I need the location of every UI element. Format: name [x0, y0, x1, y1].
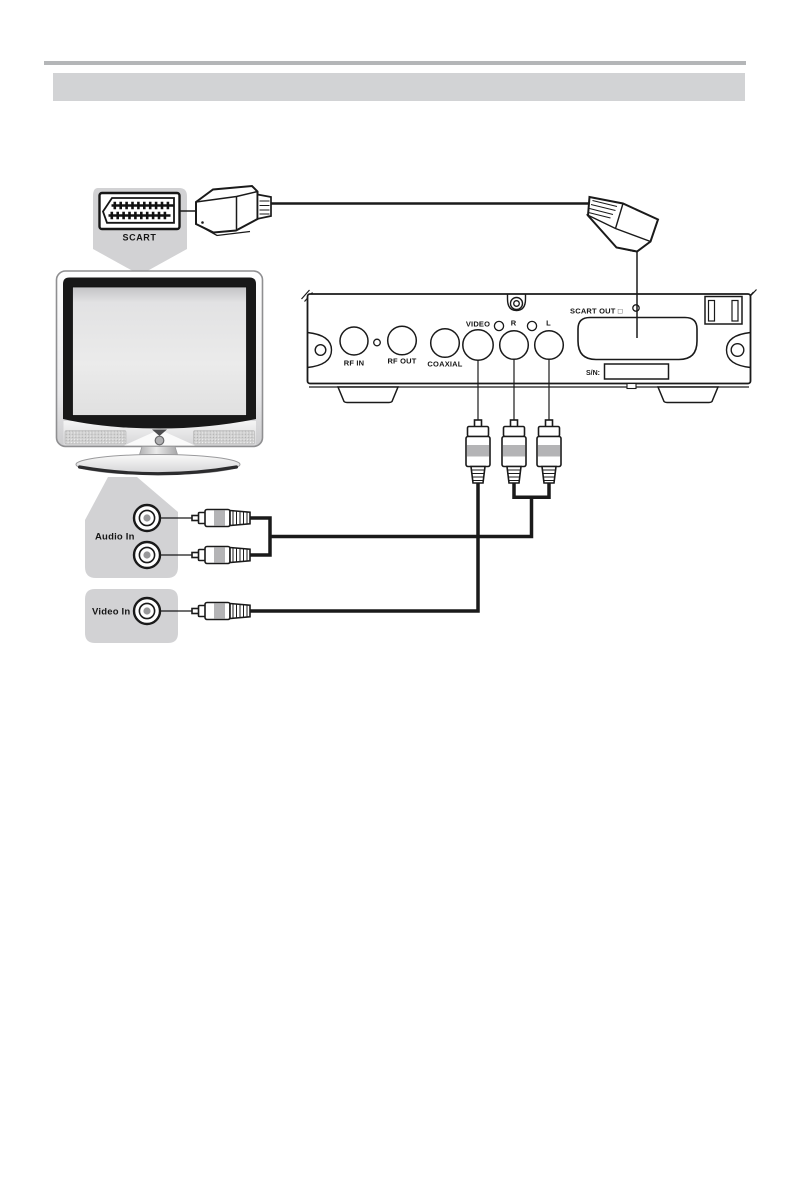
video-cable [250, 483, 480, 613]
video-label: VIDEO [466, 320, 490, 329]
scart-out-label: SCART OUT □ [570, 307, 623, 316]
rf-out-label: RF OUT [387, 357, 416, 366]
audio-l-label: L [546, 319, 551, 328]
serial-number-box [603, 363, 670, 380]
audio-right-jack[interactable] [498, 329, 530, 361]
rf-in-jack[interactable] [339, 326, 369, 356]
rca-plug-video-in[interactable] [191, 601, 251, 621]
top-rule [44, 61, 746, 65]
scart-plug-right [586, 195, 660, 253]
coaxial-jack[interactable] [429, 327, 461, 359]
receiver-foot-right [656, 386, 720, 404]
audio-in-jack-2[interactable] [132, 540, 162, 570]
scart-out-port[interactable] [577, 316, 698, 361]
receiver-foot-left [336, 386, 400, 404]
rca-plug-video[interactable] [465, 419, 491, 484]
audio-in-jack-1[interactable] [132, 503, 162, 533]
audio-junction [250, 516, 272, 557]
section-header-bar [53, 73, 745, 101]
rca-leads [477, 359, 550, 421]
rca-plug-audio-r[interactable] [501, 419, 527, 484]
audio-r-label: R [511, 319, 517, 328]
tv-input-jacks: Audio In Video In [92, 503, 192, 626]
audio-in-callout-panel [85, 477, 178, 578]
serial-number-label: S/N: [586, 370, 600, 377]
scart-cable [180, 202, 638, 338]
rca-plug-audio-in-2[interactable] [191, 545, 251, 565]
video-in-jack[interactable] [132, 596, 162, 626]
scart-pins [108, 201, 174, 220]
rf-in-label: RF IN [344, 359, 365, 368]
receiver-chassis [306, 293, 752, 385]
av-cables [250, 483, 551, 613]
screw-hole-left [314, 344, 327, 357]
receiver-rear-panel: RF IN RF OUT COAXIAL VIDEO R L SCART OUT… [301, 289, 757, 404]
tv-power-button[interactable] [154, 435, 165, 446]
audio-in-label: Audio In [95, 532, 135, 543]
tv-speaker-right [193, 430, 255, 445]
rca-plug-audio-in-1[interactable] [191, 508, 251, 528]
scart-plug-left [195, 184, 272, 237]
coaxial-label: COAXIAL [427, 360, 462, 369]
tv-screen [72, 286, 247, 416]
tv-scart-socket[interactable]: SCART [98, 191, 181, 243]
video-out-jack[interactable] [462, 329, 494, 361]
video-in-label: Video In [92, 607, 130, 618]
scart-socket-label: SCART [123, 233, 157, 243]
tv-speaker-left [64, 430, 127, 445]
tv-set [55, 270, 264, 476]
rf-modulator-block [704, 295, 743, 325]
rca-plug-audio-l[interactable] [536, 419, 562, 484]
audio-left-jack[interactable] [533, 329, 565, 361]
tv-menu-arrow [152, 429, 167, 436]
rf-out-jack[interactable] [386, 325, 418, 356]
screw-hole-right [730, 343, 745, 358]
audio-cable [270, 498, 534, 539]
